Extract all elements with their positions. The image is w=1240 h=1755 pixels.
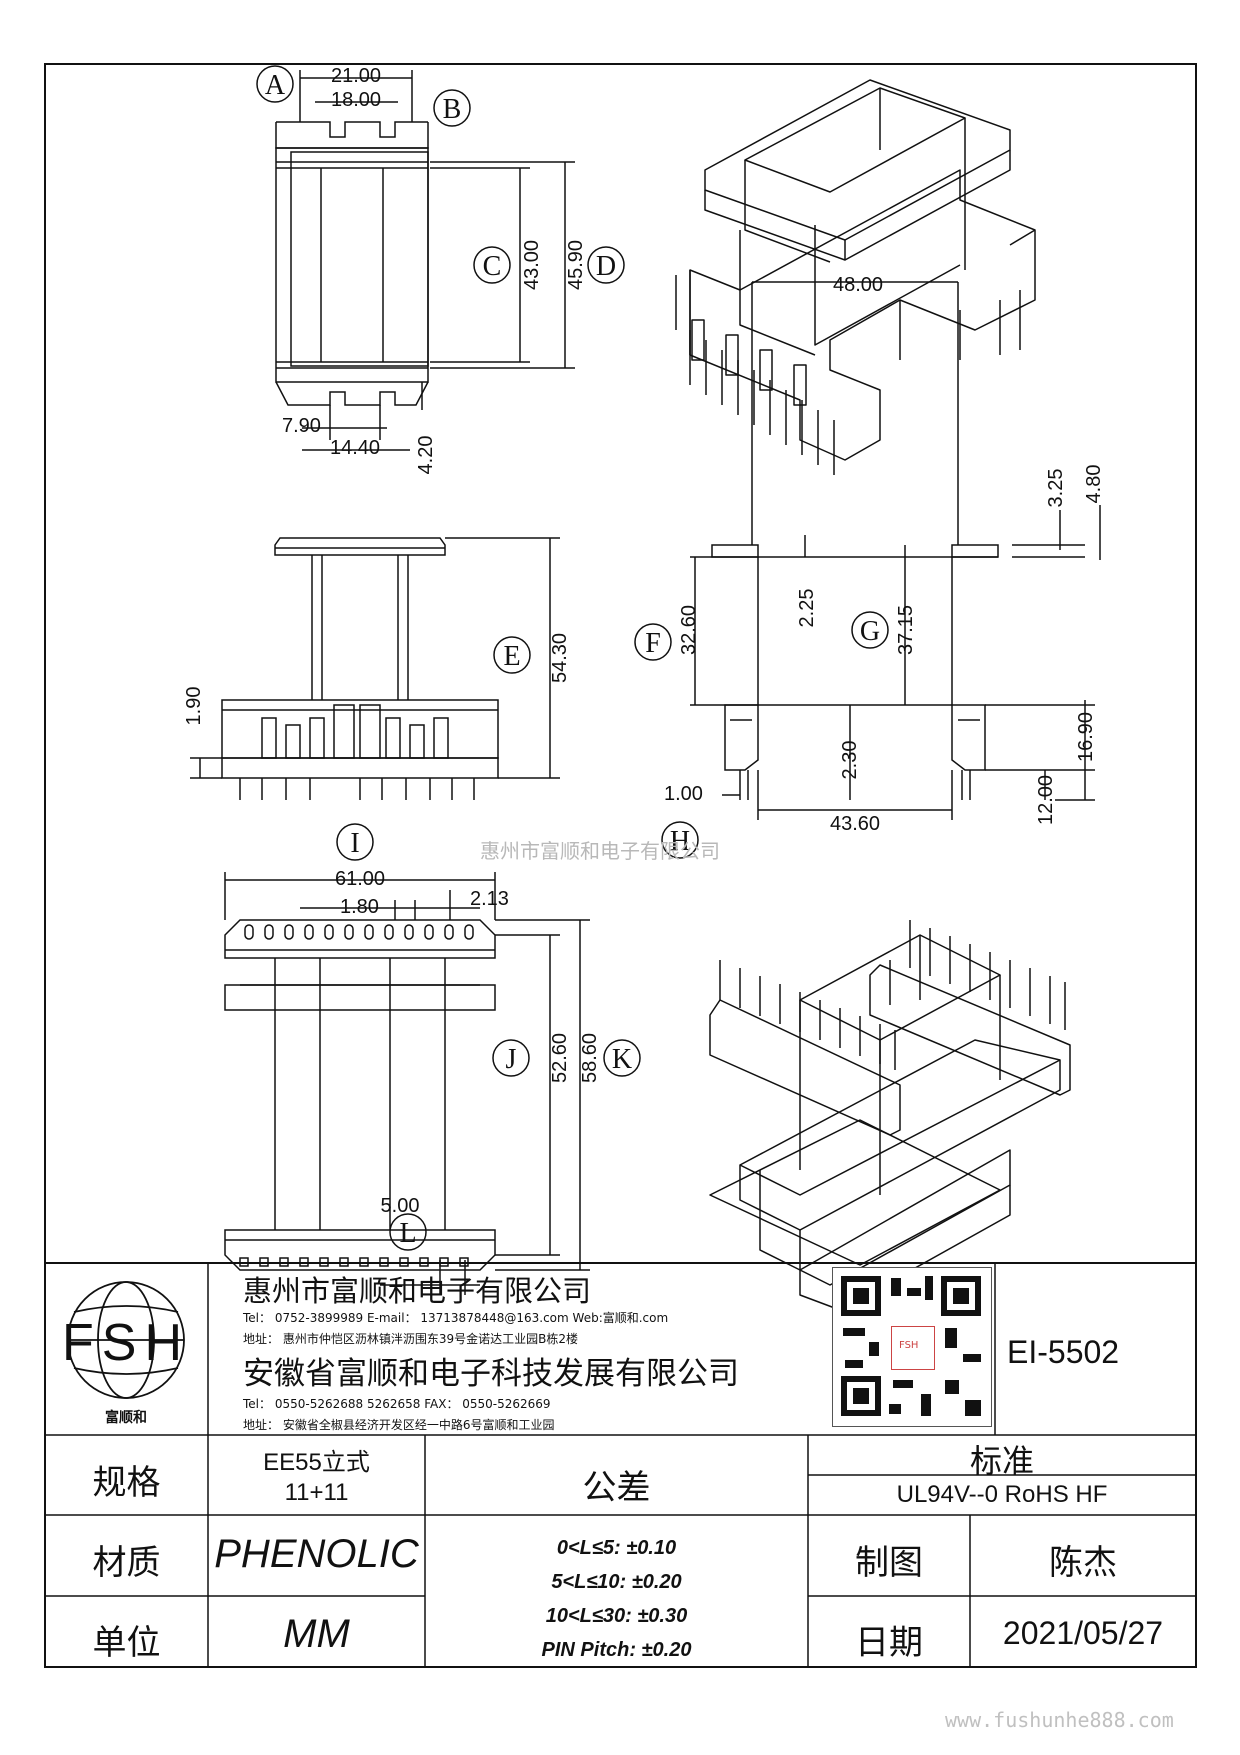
dim-height-inner-bottom: 52.60 <box>549 1033 571 1083</box>
callout-a-circle <box>256 65 294 103</box>
callout-g-circle <box>851 611 889 649</box>
side-view <box>690 281 1101 820</box>
callout-d-circle <box>587 246 625 284</box>
company1-contact: Tel： 0752-3899989 E-mail： 13713878448@16… <box>243 1311 669 1325</box>
dim-height-g: 37.15 <box>895 605 917 655</box>
part-number: EI-5502 <box>1007 1334 1120 1370</box>
date-value: 2021/05/27 <box>1002 1615 1164 1651</box>
dim-pin-pitch: 5.00 <box>381 1195 420 1217</box>
top-view <box>275 70 575 451</box>
qr-code: FSH <box>832 1267 992 1427</box>
tolerance-4: PIN Pitch: ±0.20 <box>541 1639 692 1661</box>
material-label: 材质 <box>92 1543 161 1583</box>
fsh-logo <box>67 1281 185 1399</box>
drawing-border <box>44 63 1197 1668</box>
company2-address: 地址： 安徽省全椒县经济开发区经一中路6号富顺和工业园 <box>243 1418 555 1432</box>
callout-j-circle <box>492 1039 530 1077</box>
callout-f-circle <box>634 623 672 661</box>
callout-b-circle <box>433 89 471 127</box>
spec-value-line1: EE55立式 <box>263 1449 370 1476</box>
spec-label: 规格 <box>92 1463 161 1503</box>
dim-total-height: 54.30 <box>549 633 571 683</box>
dim-pin-length: 12.00 <box>1035 775 1057 825</box>
dim-flange-thk: 3.25 <box>1045 469 1067 508</box>
callout-i-circle <box>336 823 374 861</box>
dim-width-outer: 21.00 <box>331 65 381 87</box>
drawn-value: 陈杰 <box>1049 1543 1117 1583</box>
dim-pitch: 1.80 <box>340 896 379 918</box>
callout-c: C <box>483 251 502 282</box>
tolerance-3: 10<L≤30: ±0.30 <box>545 1605 688 1627</box>
callout-j: J <box>506 1044 517 1075</box>
material-value: PHENOLIC <box>214 1532 419 1576</box>
dim-pin-to-edge: 1.00 <box>664 783 703 805</box>
dim-slot-span: 14.40 <box>330 437 380 459</box>
dim-flange-top: 4.80 <box>1083 465 1105 504</box>
dim-height-inner: 43.00 <box>521 240 543 290</box>
tolerance-label: 公差 <box>582 1468 651 1508</box>
dim-width-top: 48.00 <box>833 274 883 296</box>
callout-h-circle <box>661 821 699 859</box>
dim-width-inner: 18.00 <box>331 89 381 111</box>
iso-view-top <box>675 79 1036 475</box>
front-view <box>190 537 560 800</box>
dim-length: 61.00 <box>335 868 385 890</box>
dim-slot-depth: 2.25 <box>796 589 818 628</box>
callout-i: I <box>350 828 359 859</box>
qr-label: FSH <box>899 1340 919 1351</box>
logo-text: FSH <box>62 1314 190 1372</box>
company1-name: 惠州市富顺和电子有限公司 <box>243 1274 592 1308</box>
company2-name: 安徽省富顺和电子科技发展有限公司 <box>243 1356 739 1392</box>
callout-k: K <box>612 1044 632 1075</box>
standard-label: 标准 <box>969 1442 1034 1480</box>
bottom-view <box>224 872 590 1295</box>
callout-k-circle <box>603 1039 641 1077</box>
company2-contact: Tel： 0550-5262688 5262658 FAX： 0550-5262… <box>243 1397 551 1411</box>
callout-e: E <box>503 641 520 672</box>
unit-value: MM <box>283 1612 350 1656</box>
standard-value: UL94V--0 RoHS HF <box>896 1481 1108 1508</box>
watermark-center: 惠州市富顺和电子有限公司 <box>480 839 720 863</box>
company1-address: 地址： 惠州市仲恺区沥林镇泮沥围东39号金诺达工业园B栋2楼 <box>243 1332 578 1346</box>
callout-h: H <box>670 826 690 857</box>
logo-caption: 富顺和 <box>105 1409 147 1426</box>
dim-base-step: 2.30 <box>839 741 861 780</box>
date-label: 日期 <box>855 1623 923 1663</box>
callout-c-circle <box>473 246 511 284</box>
title-block-grid <box>45 1263 1196 1667</box>
dim-base-height: 16.90 <box>1075 712 1097 762</box>
callout-l: L <box>399 1218 416 1249</box>
callout-l-circle <box>389 1213 427 1251</box>
dim-slot-gap: 7.90 <box>282 415 321 437</box>
callout-b: B <box>443 94 462 125</box>
tolerance-2: 5<L≤10: ±0.20 <box>551 1571 682 1593</box>
dim-pin-edge: 2.13 <box>470 888 509 910</box>
callout-g: G <box>860 616 880 647</box>
dim-width-bottom: 43.60 <box>830 813 880 835</box>
dim-tab-depth: 4.20 <box>415 436 437 475</box>
callout-a: A <box>265 70 286 101</box>
callout-d: D <box>596 251 616 282</box>
watermark-footer: www.fushunhe888.com <box>945 1708 1174 1732</box>
tolerance-1: 0<L≤5: ±0.10 <box>556 1537 677 1559</box>
drawn-label: 制图 <box>855 1543 923 1583</box>
spec-value-line2: 11+11 <box>284 1479 349 1506</box>
callout-e-circle <box>493 636 531 674</box>
iso-view-bottom <box>709 920 1071 1311</box>
callout-f: F <box>645 628 661 659</box>
dim-height-f: 32.60 <box>678 605 700 655</box>
unit-label: 单位 <box>92 1623 161 1663</box>
dim-pin-offset: 1.90 <box>183 687 205 726</box>
dim-height-outer: 45.90 <box>565 240 587 290</box>
dim-height-outer-bottom: 58.60 <box>579 1033 601 1083</box>
